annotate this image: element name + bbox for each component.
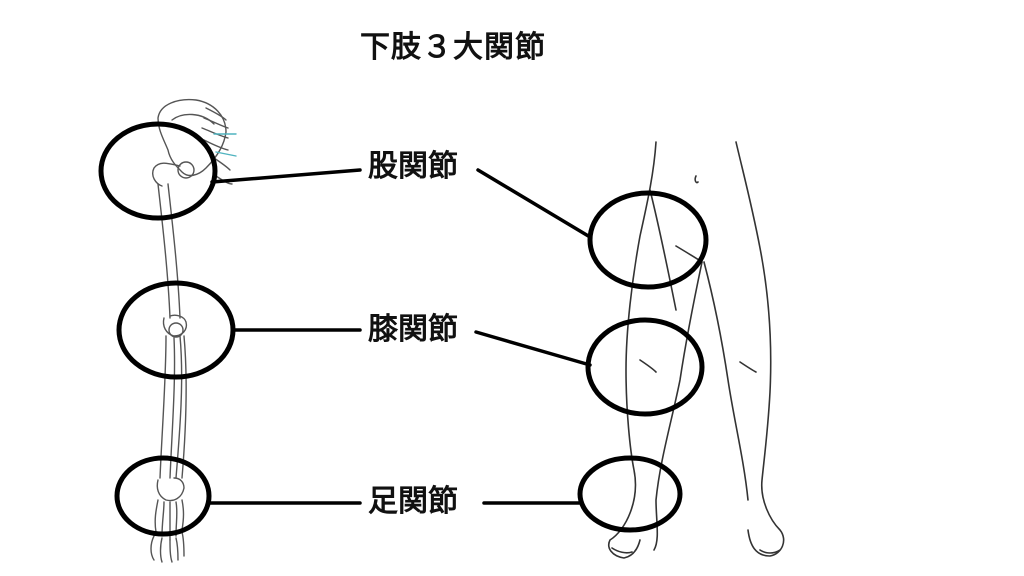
hip-circle-leg bbox=[587, 190, 709, 290]
diagram-title: 下肢３大関節 bbox=[360, 30, 546, 65]
hip-connector-left bbox=[210, 168, 362, 184]
ankle-joint-label: 足関節 bbox=[368, 484, 458, 519]
skeleton-leg-illustration bbox=[150, 98, 237, 563]
knee-circle-skeleton bbox=[116, 280, 236, 380]
ankle-circle-leg bbox=[577, 455, 683, 533]
hip-joint-label: 股関節 bbox=[368, 149, 458, 184]
knee-circle-leg bbox=[585, 317, 705, 417]
ankle-circle-skeleton bbox=[114, 455, 212, 537]
knee-joint-label: 膝関節 bbox=[368, 312, 458, 347]
connector-lines bbox=[208, 168, 592, 505]
hip-circle-skeleton bbox=[98, 121, 218, 221]
joint-circles bbox=[98, 121, 709, 537]
knee-connector-right bbox=[474, 330, 592, 367]
hip-connector-right bbox=[476, 168, 592, 239]
